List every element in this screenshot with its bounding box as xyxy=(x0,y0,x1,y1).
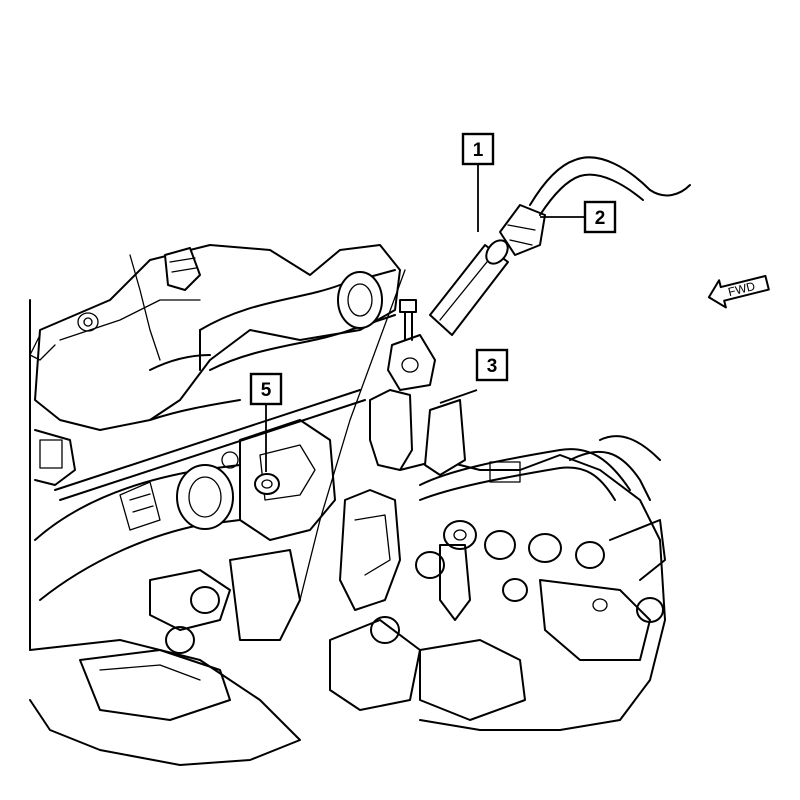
engine-assembly xyxy=(29,244,406,651)
fwd-label: FWD xyxy=(727,279,757,299)
callout-1-label: 1 xyxy=(473,140,484,161)
callout-3: 3 xyxy=(439,348,509,404)
callout-2: 2 xyxy=(540,200,617,234)
part-3-bracket xyxy=(369,299,466,476)
part-5-nut xyxy=(254,473,280,495)
part-2-connector xyxy=(499,156,691,256)
callout-5-label: 5 xyxy=(261,380,272,401)
bolt-group xyxy=(165,520,664,654)
fwd-indicator: FWD xyxy=(707,274,770,309)
transmission-assembly xyxy=(29,435,666,766)
part-1-tube xyxy=(429,239,509,336)
callout-1: 1 xyxy=(461,132,495,232)
callout-5: 5 xyxy=(249,372,283,472)
callout-2-label: 2 xyxy=(595,208,606,229)
left-arrow-icon xyxy=(707,274,770,309)
callout-3-label: 3 xyxy=(487,356,498,377)
